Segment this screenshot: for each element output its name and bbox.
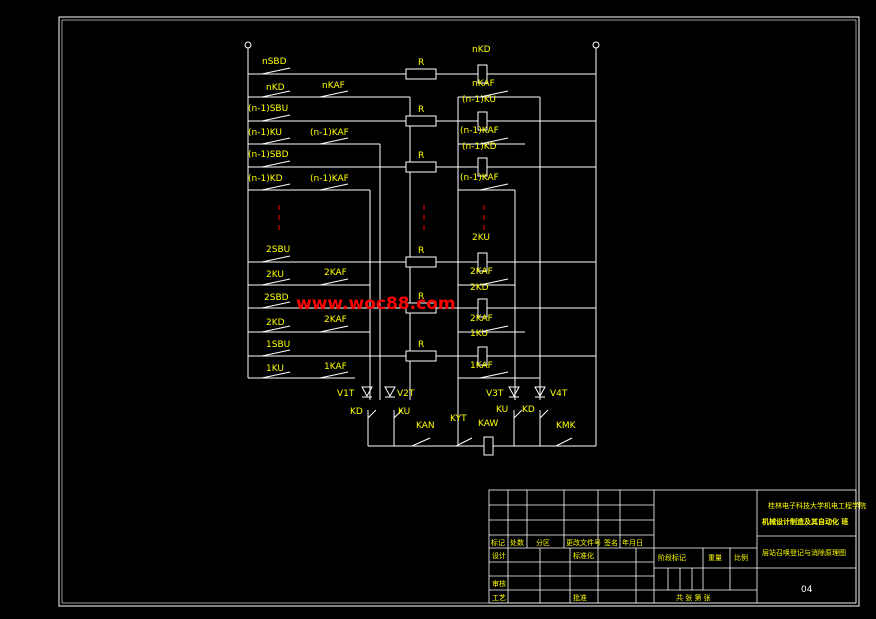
left-label: 工艺 [492,594,506,602]
left-contact-labels: nKAF (n-1)KAF (n-1)KAF 2KAF 2KAF 1KAF [310,81,349,372]
button-label: (n-1)KU [248,128,282,138]
drawing-number: 04 [801,585,813,595]
button-label: (n-1)KD [248,174,283,184]
coil-label: 1KU [470,329,488,339]
left-terminal [244,41,252,49]
coil-label: 2KU [472,233,490,243]
resistor-label: R [418,340,424,350]
bottom-label: KU [496,405,508,415]
right-switches [479,90,509,379]
right-contact-labels: nKAF (n-1)KAF (n-1)KAF 2KAF 2KAF 1KAF [460,79,499,371]
title-block-text: 桂林电子科技大学机电工程学院 机械设计制造及其自动化 班 层站召唤登记与消除原理… [491,501,866,602]
diode-label: V1T [337,389,355,399]
left-label: 审核 [492,579,506,588]
button-label: (n-1)SBD [248,150,289,160]
coil-label: 2KD [470,283,489,293]
row-label: 处数 [510,538,524,547]
inner-border [61,19,857,604]
resistor-label: R [418,151,424,161]
button-label: nKD [266,83,285,93]
resistor-labels: R R R R R R [418,58,424,350]
row-label: 签名 [604,538,618,547]
contact-label: 2KAF [470,267,493,277]
bottom-label: KD [522,405,535,415]
bottom-label: KMK [556,421,577,431]
coil-label: (n-1)KD [462,142,497,152]
bottom-label: KD [350,407,363,417]
button-label: 2KU [266,270,284,280]
contact-label: (n-1)KAF [460,126,499,136]
resistor-label: R [418,246,424,256]
row-label: 标记 [491,538,505,547]
button-label: 2SBD [264,293,289,303]
stage-label: 重量 [708,554,722,562]
diode-label: V2T [397,389,415,399]
contact-label: 2KAF [470,314,493,324]
relay-coils [477,64,488,366]
stage-label: 阶段标记 [658,553,686,562]
coil-label: nKD [472,45,491,55]
right-terminal [592,41,600,49]
contact-label: 1KAF [470,361,493,371]
button-label: 2KD [266,318,285,328]
contact-label: 1KAF [324,362,347,372]
coil-labels: nKD (n-1)KU (n-1)KD 2KU 2KD 1KU [462,45,497,339]
contact-label: (n-1)KAF [460,173,499,183]
contact-label: 2KAF [324,315,347,325]
watermark: www.woc88.com [296,294,456,314]
bottom-label: KYT [450,414,467,424]
stage-label: 比例 [734,553,748,562]
contact-label: (n-1)KAF [310,174,349,184]
bottom-label: KAN [416,421,435,431]
left-label: 设计 [492,551,506,560]
bottom-labels: KD KU KAN KYT KAW KU KD KMK [350,405,577,431]
row-label: 年月日 [622,538,643,547]
contact-label: 2KAF [324,268,347,278]
row-label: 更改文件号 [566,538,601,547]
button-label: 2SBU [266,245,290,255]
continuation-marks [278,205,485,235]
bottom-label: KAW [478,419,498,429]
resistor-label: R [418,58,424,68]
diode-labels: V1T V2T V3T V4T [337,389,568,399]
button-label: 1KU [266,364,284,374]
row-label: 分区 [536,538,550,547]
resistor-label: R [418,292,424,302]
project-name: 机械设计制造及其自动化 班 [762,517,848,526]
diode-label: V3T [486,389,504,399]
sheet-label: 共 张 第 张 [676,593,711,602]
button-label: nSBD [262,57,287,67]
diodes [361,386,546,398]
diode-label: V4T [550,389,568,399]
bottom-label: KU [398,407,410,417]
contact-label: (n-1)KAF [310,128,349,138]
drawing-title: 层站召唤登记与消除原理图 [762,548,846,557]
coil-label: (n-1)KU [462,95,496,105]
title-block [488,489,857,604]
resistors [405,68,437,362]
button-label: (n-1)SBU [248,104,288,114]
left-button-labels: nSBD nKD (n-1)SBU (n-1)KU (n-1)SBD (n-1)… [248,57,290,374]
bottom-switches [367,409,573,456]
school-name: 桂林电子科技大学机电工程学院 [768,501,866,510]
left-switches [261,67,349,379]
resistor-label: R [418,105,424,115]
button-label: 1SBU [266,340,290,350]
contact-label: nKAF [472,79,495,89]
left-label: 批准 [573,593,587,602]
outer-border [58,16,860,607]
left-label: 标准化 [573,551,594,560]
contact-label: nKAF [322,81,345,91]
